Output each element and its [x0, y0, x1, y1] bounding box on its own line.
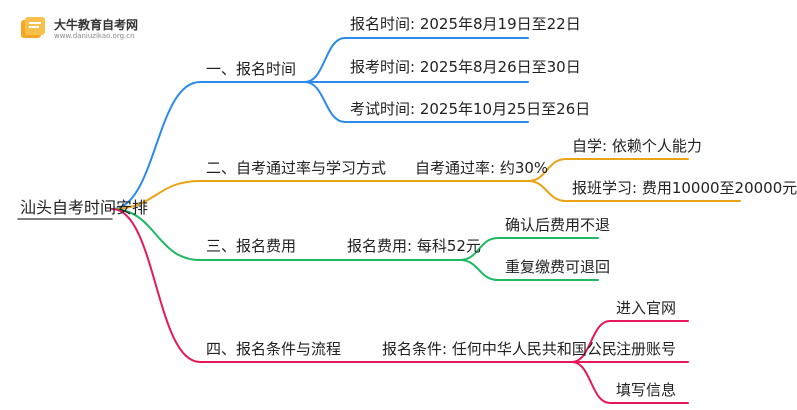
branch-4-connector	[111, 208, 201, 363]
branch-1-leaf-3-connector	[304, 81, 346, 123]
branch-2-leaf-2-connector	[527, 180, 567, 202]
branch-3-connector	[111, 208, 201, 261]
branch-4-leaf-3: 填写信息	[616, 381, 677, 399]
branch-3-leaf-2-connector	[459, 259, 499, 281]
branch-1-leaf-2: 报考时间: 2025年8月26日至30日	[350, 58, 581, 76]
branch-2-leaf-1: 自学: 依赖个人能力	[572, 137, 702, 155]
branch-3-label: 三、报名费用	[206, 237, 297, 255]
branch-4-label: 四、报名条件与流程	[206, 340, 342, 358]
connector-lines	[17, 37, 741, 404]
branch-3-leaf-2: 重复缴费可退回	[505, 258, 611, 276]
site-logo: 大牛教育自考网 www.daniuzikao.org.cn	[18, 14, 138, 44]
book-logo-icon	[21, 17, 45, 38]
branch-2-node: 自考通过率: 约30%	[415, 159, 549, 177]
mindmap-canvas: 大牛教育自考网 www.daniuzikao.org.cn 汕头自考时间安排 一…	[17, 14, 797, 404]
branch-1-label: 一、报名时间	[206, 60, 297, 78]
branch-4-leaf-3-connector	[571, 361, 611, 404]
branch-4-node: 报名条件: 任何中华人民共和国公民	[382, 340, 617, 358]
branch-1-leaf-3: 考试时间: 2025年10月25日至26日	[350, 100, 591, 118]
branch-1-leaf-1: 报名时间: 2025年8月19日至22日	[350, 15, 581, 33]
branch-2-leaf-2: 报班学习: 费用10000至20000元	[572, 179, 797, 197]
logo-name: 大牛教育自考网	[54, 17, 139, 32]
branch-4-leaf-2: 注册账号	[616, 340, 677, 358]
branch-4-leaf-1-connector	[571, 320, 611, 363]
branch-3-leaf-1: 确认后费用不退	[505, 216, 611, 234]
logo-url: www.daniuzikao.org.cn	[54, 31, 135, 40]
branch-1-connector	[111, 81, 201, 210]
root-topic: 汕头自考时间安排	[20, 198, 149, 217]
branch-2-label: 二、自考通过率与学习方式	[206, 159, 387, 177]
branch-4-leaf-1: 进入官网	[616, 299, 677, 317]
branch-1-leaf-1-connector	[304, 37, 346, 83]
branch-2-connector	[111, 180, 201, 210]
branch-3-node: 报名费用: 每科52元	[347, 237, 481, 255]
